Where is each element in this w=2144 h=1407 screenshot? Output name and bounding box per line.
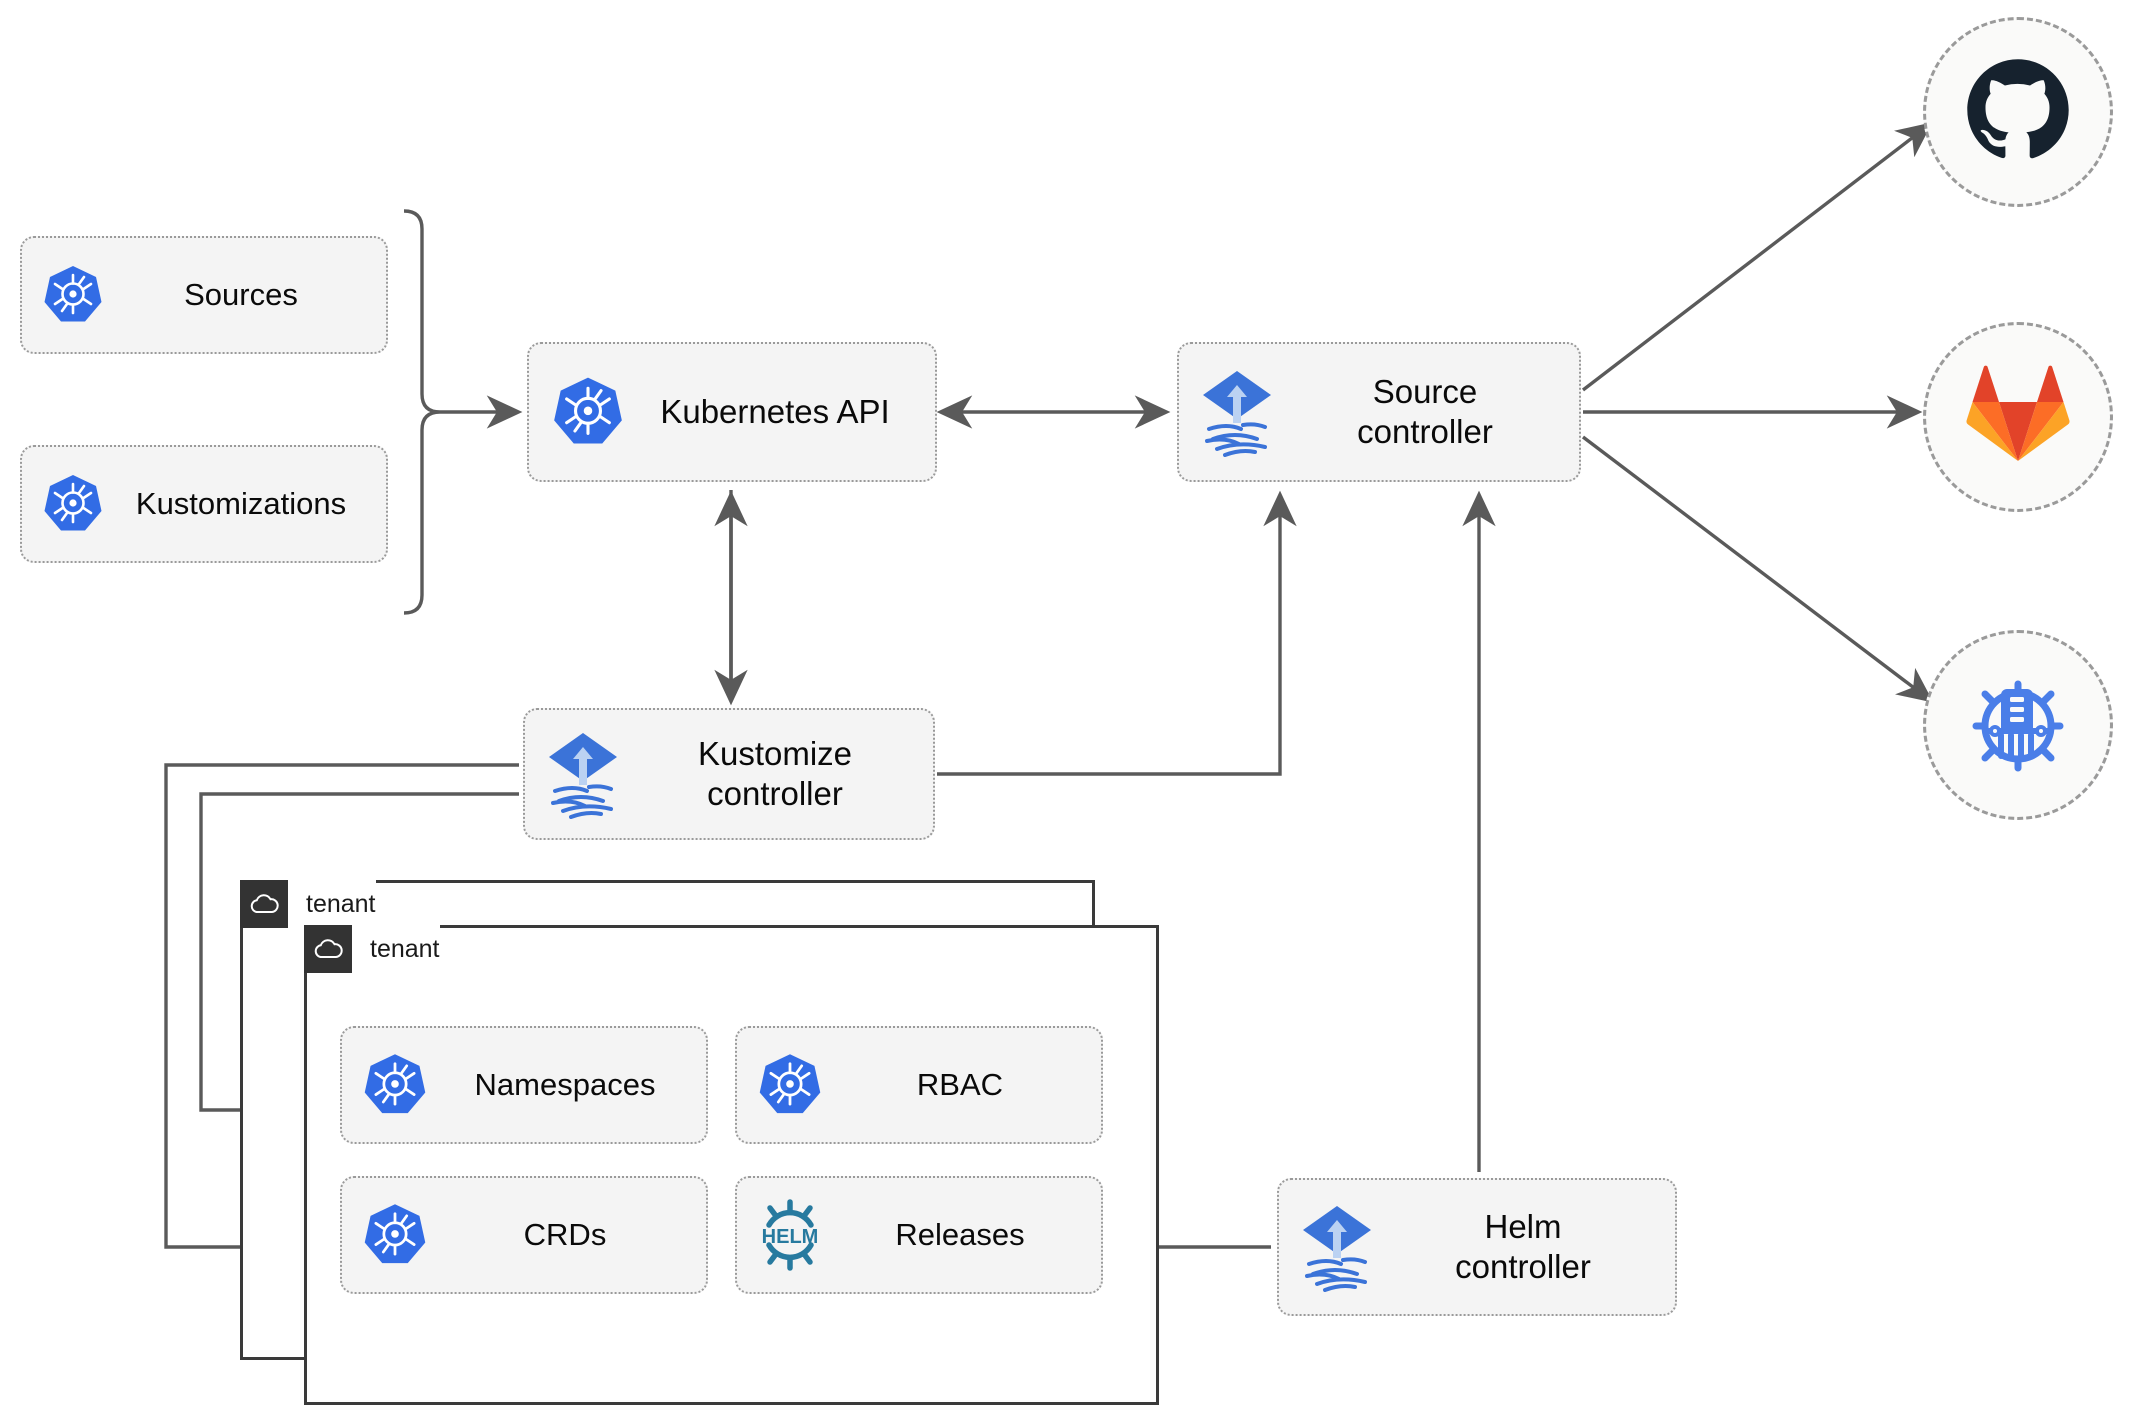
chip-rbac[interactable]: RBAC: [735, 1026, 1103, 1144]
node-helm-controller-label: Helm controller: [1455, 1207, 1591, 1285]
node-helm-controller[interactable]: Helm controller: [1277, 1178, 1677, 1316]
gitlab-icon: [1966, 365, 2070, 470]
node-kustomize-controller[interactable]: Kustomize controller: [523, 708, 935, 840]
node-kubernetes-api-label: Kubernetes API: [660, 392, 890, 430]
kubernetes-icon: [36, 263, 110, 327]
cloud-icon: [304, 925, 352, 973]
node-kustomizations[interactable]: Kustomizations: [20, 445, 388, 563]
node-source-controller-label: Source controller: [1357, 372, 1493, 450]
chip-crds[interactable]: CRDs: [340, 1176, 708, 1294]
tenant-container-front[interactable]: tenant: [304, 925, 1159, 1405]
kubernetes-icon: [36, 472, 110, 536]
kubernetes-icon: [749, 1051, 831, 1119]
repo-gitlab[interactable]: [1923, 322, 2113, 512]
node-kubernetes-api[interactable]: Kubernetes API: [527, 342, 937, 482]
node-kustomize-controller-label: Kustomize controller: [697, 734, 853, 812]
flux-icon: [537, 729, 629, 819]
tenant-tab: tenant: [240, 880, 376, 928]
repo-github[interactable]: [1923, 17, 2113, 207]
flux-icon: [1291, 1202, 1383, 1292]
helm-icon: HELM: [749, 1198, 831, 1272]
tenant-tab-label: tenant: [306, 889, 376, 918]
chip-namespaces-label: Namespaces: [474, 1067, 656, 1102]
chip-namespaces[interactable]: Namespaces: [340, 1026, 708, 1144]
repo-helm-chart-repository[interactable]: [1923, 630, 2113, 820]
svg-text:HELM: HELM: [762, 1226, 819, 1248]
tenant-tab-label: tenant: [370, 934, 440, 963]
node-sources-label: Sources: [184, 277, 298, 313]
flux-icon: [1191, 367, 1283, 457]
github-icon: [1964, 56, 2072, 169]
chip-rbac-label: RBAC: [916, 1067, 1004, 1102]
node-sources[interactable]: Sources: [20, 236, 388, 354]
chip-crds-label: CRDs: [523, 1217, 607, 1252]
chip-releases-label: Releases: [895, 1217, 1025, 1252]
cloud-icon: [240, 880, 288, 928]
kubernetes-icon: [354, 1201, 436, 1269]
kubernetes-icon: [545, 374, 631, 450]
node-source-controller[interactable]: Source controller: [1177, 342, 1581, 482]
helm-chart-repository-icon: [1963, 668, 2073, 783]
chip-releases[interactable]: HELM Releases: [735, 1176, 1103, 1294]
kubernetes-icon: [354, 1051, 436, 1119]
tenant-tab: tenant: [304, 925, 440, 973]
node-kustomizations-label: Kustomizations: [135, 486, 347, 522]
